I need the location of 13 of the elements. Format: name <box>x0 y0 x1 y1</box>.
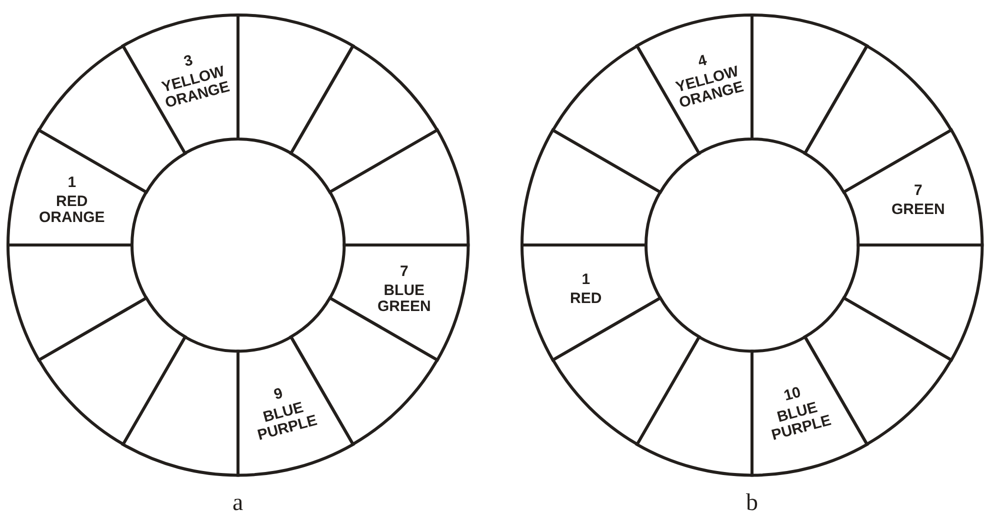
color-name: BLUE GREEN <box>376 283 432 316</box>
panel-label: b <box>746 490 758 517</box>
segment-number: 4 <box>696 51 710 71</box>
segment-number: 10 <box>782 382 802 404</box>
color-name: RED ORANGE <box>38 194 106 226</box>
segment-number: 3 <box>182 51 196 71</box>
color-name: RED <box>569 291 603 308</box>
segment-number: 7 <box>398 264 410 280</box>
color-name: GREEN <box>890 202 946 218</box>
segment-number: 1 <box>580 272 592 288</box>
panel-label: a <box>232 490 244 517</box>
segment-number: 7 <box>912 182 924 199</box>
segment-number: 1 <box>66 174 78 191</box>
